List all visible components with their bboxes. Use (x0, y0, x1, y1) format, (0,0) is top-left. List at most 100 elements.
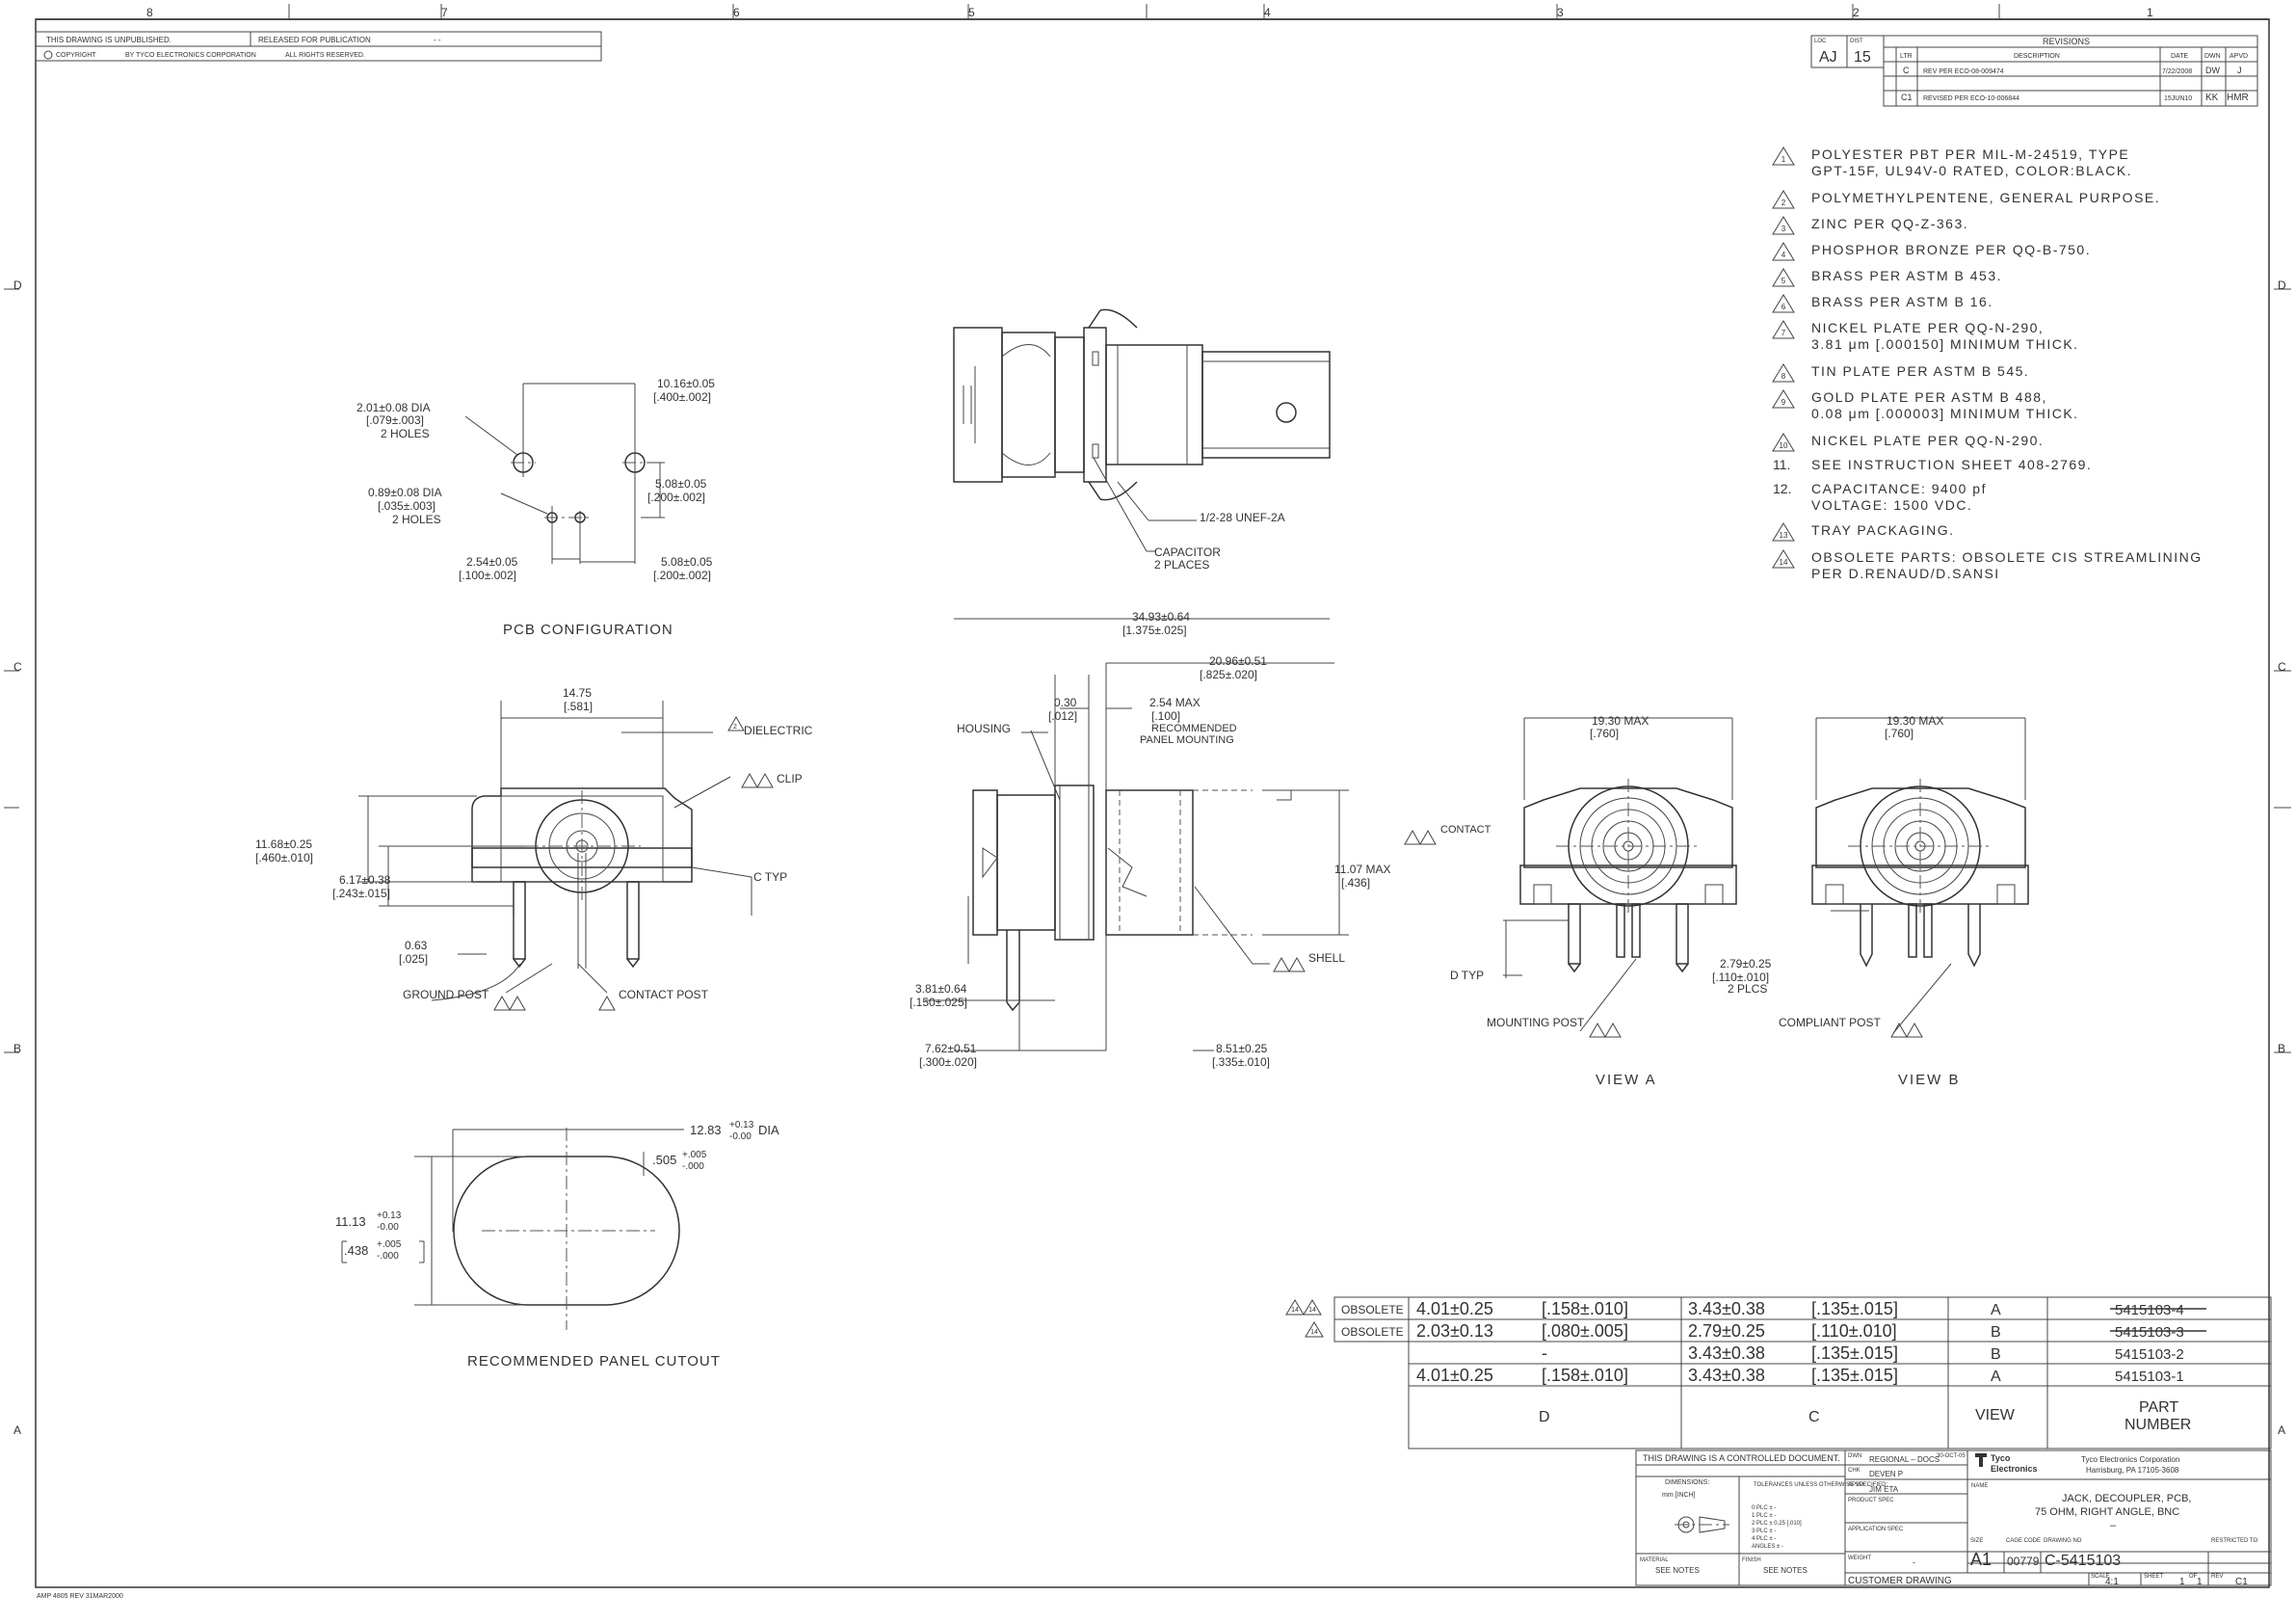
tb-name-3: – (2110, 1520, 2117, 1531)
part-col-c: C (1808, 1409, 1820, 1425)
front-center-dim-in: [.243±.015] (332, 887, 390, 900)
side-panel-dim-in: [.100] (1151, 709, 1180, 723)
tb-name-2: 75 OHM, RIGHT ANGLE, BNC (2035, 1506, 2179, 1518)
part-row2-view: B (1991, 1324, 2001, 1341)
rev-row1-dwn: DW (2205, 66, 2220, 75)
note-text: PHOSPHOR BRONZE PER QQ-B-750. (1811, 242, 2091, 257)
zone-letter-a-left: A (13, 1423, 21, 1437)
pcb-configuration-title: PCB CONFIGURATION (503, 622, 673, 638)
note-flag-number: 8 (1781, 372, 1786, 381)
rev-dist: 15 (1854, 49, 1871, 66)
tb-rev: C1 (2235, 1577, 2248, 1587)
zone-letter-c-left: C (13, 660, 22, 674)
tb-dwn-label: DWN (1848, 1453, 1861, 1459)
zone-letter-a-right: A (2278, 1423, 2285, 1437)
note-flag-icon (1772, 363, 1795, 383)
dielectric-callout: 2 DIELECTRIC (727, 715, 813, 737)
zone-letter-c-right: C (2278, 660, 2286, 674)
side-contact-label: CONTACT (1440, 824, 1491, 836)
top-view-bayonet-pin (1276, 402, 1297, 423)
obsolete-flag-icon (1285, 1299, 1305, 1316)
note-flag-icon (1772, 216, 1795, 235)
zone-letter-b-left: B (13, 1042, 21, 1055)
capacitor-label: CAPACITOR (1154, 545, 1221, 559)
tb-tol-2: 2 PLC ± 0.25 [.010] (1752, 1521, 1802, 1527)
part-row4-d-in: [.158±.010] (1542, 1366, 1628, 1385)
tb-sheets: 1 (2197, 1577, 2203, 1587)
part-row1-c-in: [.135±.015] (1811, 1299, 1898, 1318)
note-item: 10 NICKEL PLATE PER QQ-N-290. (1772, 433, 2044, 452)
thread-spec-label: 1/2-28 UNEF-2A (1200, 511, 1285, 524)
part-col-number: NUMBER (2124, 1417, 2191, 1433)
side-view: 34.93±0.64 [1.375±.025] 20.96±0.51 [.825… (910, 610, 1491, 1069)
tb-sheet-label: SHEET (2144, 1574, 2163, 1580)
rev-row2-apvd: HMR (2227, 93, 2249, 103)
tb-name-1: JACK, DECOUPLER, PCB, (2062, 1493, 2191, 1504)
note-item: 11.SEE INSTRUCTION SHEET 408-2769. (1773, 457, 2091, 472)
pcb-dim-5-08-a-in: [.200±.002] (647, 491, 705, 504)
tb-company: Tyco Electronics Corporation (2081, 1455, 2179, 1464)
cutout-dia-suffix: DIA (758, 1123, 779, 1137)
header-by: BY TYCO ELECTRONICS CORPORATION (125, 52, 256, 59)
front-center-dim: 6.17±0.38 (339, 873, 391, 887)
tb-tol-0: 0 PLC ± - (1752, 1505, 1776, 1511)
part-row4-c-in: [.135±.015] (1811, 1366, 1898, 1385)
obsolete-flag-number: 14 (1308, 1307, 1316, 1314)
note-text: PER D.RENAUD/D.SANSI (1811, 566, 2000, 581)
contact-post-label: CONTACT POST (619, 988, 709, 1001)
rev-row1-apvd: J (2237, 66, 2242, 75)
view-b-pitch: 2.79±0.25 (1720, 957, 1772, 971)
side-height-dim: 11.07 MAX (1334, 863, 1390, 876)
note-text: ZINC PER QQ-Z-363. (1811, 216, 1968, 231)
obsolete-flag-icon (1305, 1321, 1324, 1338)
pcb-dim-2-01: 2.01±0.08 DIA (356, 401, 431, 414)
note-flag-number: 10 (1780, 441, 1788, 450)
pcb-dim-2-01-in: [.079±.003] (366, 413, 424, 427)
tb-tol-1: 1 PLC ± - (1752, 1513, 1776, 1519)
part-col-part: PART (2139, 1399, 2178, 1416)
side-panel-dim: 2.54 MAX (1149, 696, 1201, 709)
tb-dwg-label: DRAWING NO (2044, 1538, 2082, 1544)
note-text: NICKEL PLATE PER QQ-N-290. (1811, 433, 2044, 448)
view-a-title: VIEW A (1596, 1072, 1657, 1088)
obsolete-flag-number: 14 (1310, 1329, 1318, 1336)
note-flag-icon (1772, 268, 1795, 287)
part-row2-c-in: [.110±.010] (1811, 1321, 1897, 1341)
part-row2-d-in: [.080±.005] (1542, 1321, 1628, 1341)
cutout-flat: 11.13 (335, 1214, 366, 1229)
side-panel-mounting: PANEL MOUNTING (1140, 734, 1234, 746)
note-text: BRASS PER ASTM B 453. (1811, 268, 2002, 283)
cutout-flat-tol-dn: -0.00 (377, 1222, 399, 1233)
part-row3-c-in: [.135±.015] (1811, 1343, 1898, 1363)
tb-cage: 00779 (2007, 1555, 2040, 1568)
pcb-dim-5-08-b: 5.08±0.05 (661, 555, 713, 569)
housing-label: HOUSING (957, 722, 1011, 735)
note-text: VOLTAGE: 1500 VDC. (1811, 497, 1972, 513)
obsolete-flag-number: 14 (1291, 1307, 1299, 1314)
note-flag-icon (1772, 190, 1795, 209)
side-bottom-dim-3: 8.51±0.25 (1216, 1042, 1268, 1055)
side-body-length: 20.96±0.51 (1209, 654, 1267, 668)
cutout-flat-in-tol-dn: -.000 (377, 1251, 399, 1262)
zone-number-4: 4 (1264, 6, 1271, 19)
tb-controlled: THIS DRAWING IS A CONTROLLED DOCUMENT. (1643, 1453, 1840, 1463)
front-width-dim: 14.75 (563, 686, 592, 700)
tb-material: SEE NOTES (1655, 1566, 1700, 1575)
panel-cutout-view: 12.83 +0.13 -0.00 DIA .505 +.005 -.000 1… (335, 1120, 779, 1369)
tb-chk: DEVEN P (1869, 1470, 1903, 1478)
tb-appvd-label: APVD (1848, 1482, 1864, 1488)
part-row2-c-mm: 2.79±0.25 (1688, 1321, 1765, 1341)
view-b-width-in: [.760] (1885, 727, 1913, 740)
clip-label: CLIP (777, 772, 803, 785)
pcb-dim-2-54-in: [.100±.002] (459, 569, 516, 582)
rev-loc: AJ (1819, 49, 1837, 66)
view-b-pitch-qty: 2 PLCS (1728, 982, 1767, 996)
note-text: GOLD PLATE PER ASTM B 488, (1811, 389, 2047, 405)
view-b-compliant-post: COMPLIANT POST (1779, 1016, 1881, 1029)
side-panel-recommended: RECOMMENDED (1151, 723, 1237, 734)
